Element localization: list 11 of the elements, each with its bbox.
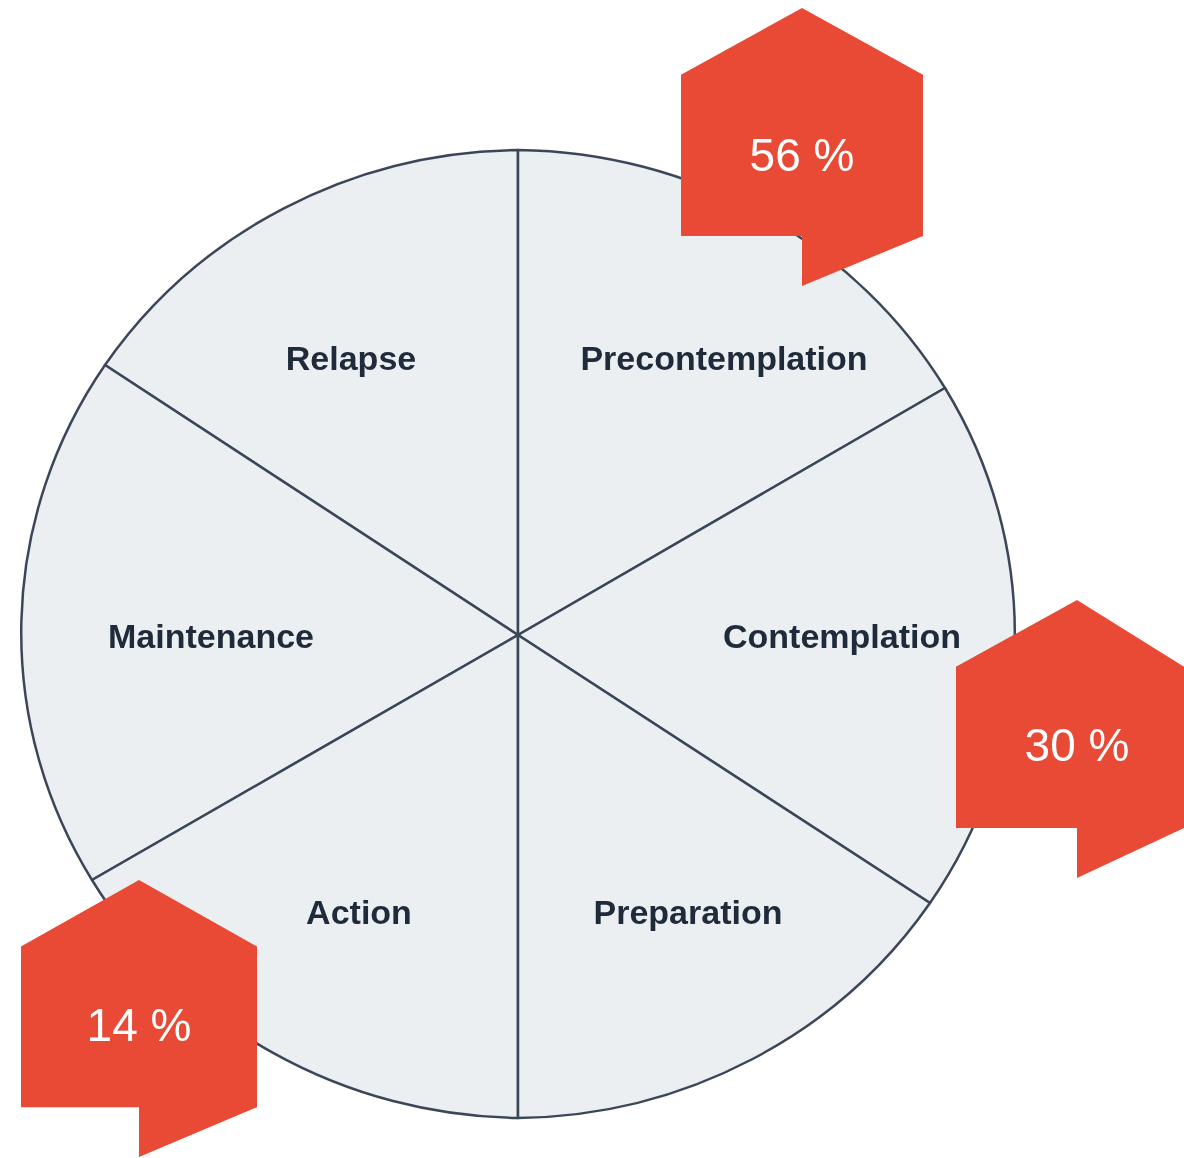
percentage-value: 56 % — [749, 128, 855, 182]
stage-label: Preparation — [593, 892, 783, 932]
percentage-badge — [21, 880, 257, 1157]
stage-label: Precontemplation — [580, 338, 868, 378]
stage-label: Maintenance — [108, 616, 314, 656]
percentage-value: 30 % — [1024, 718, 1130, 772]
stage-label: Action — [306, 892, 412, 932]
percentage-value: 14 % — [86, 998, 192, 1052]
stage-label: Contemplation — [723, 616, 961, 656]
percentage-badge — [681, 8, 923, 286]
stage-label: Relapse — [285, 338, 417, 378]
